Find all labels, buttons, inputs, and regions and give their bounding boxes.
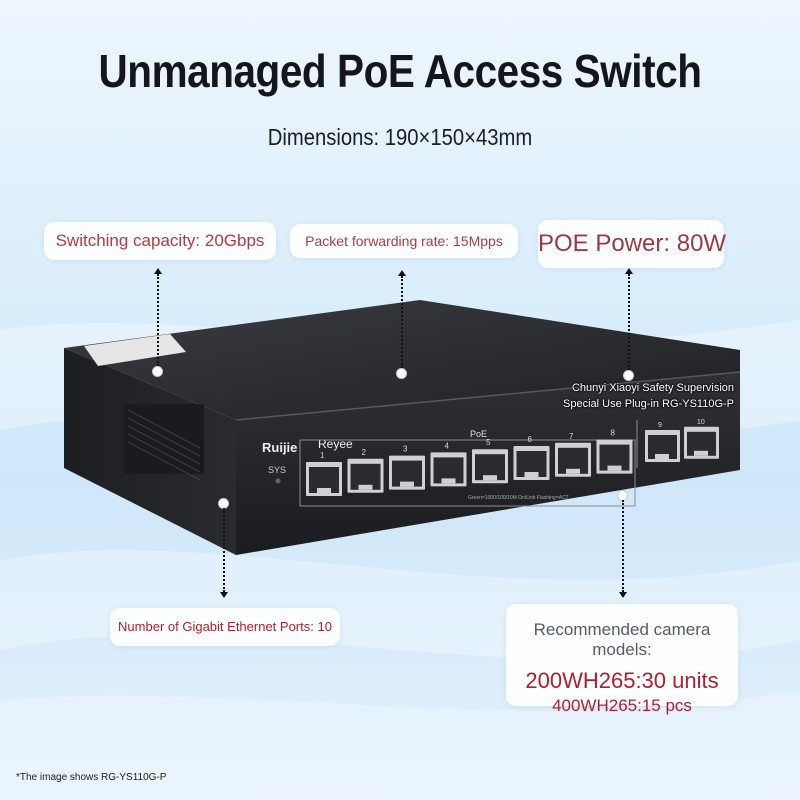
sys-label: SYS	[268, 465, 286, 475]
poe-label: PoE	[470, 429, 487, 439]
recommended-models-card: Recommended camera models: 200WH265:30 u…	[506, 604, 738, 715]
port-number-2: 2	[362, 448, 367, 457]
led-legend: Green=1000/100/10M On/Link Flashing=ACT	[468, 495, 569, 501]
connector-rec	[622, 500, 624, 592]
connector-switching	[157, 274, 159, 366]
ethernet-port-4: 4	[430, 441, 467, 487]
overlay-line-1: Chunyi Xiaoyi Safety Supervision	[571, 382, 734, 394]
uplink-port-10: 10	[684, 419, 719, 459]
port-number-4: 4	[445, 441, 450, 450]
ethernet-port-5: 5	[472, 438, 508, 484]
uplink-port-9: 9	[645, 422, 680, 462]
connector-poe-dot	[623, 370, 634, 381]
ethernet-port-7: 7	[555, 432, 591, 477]
port-number-8: 8	[611, 429, 616, 438]
connector-poe	[628, 274, 630, 370]
connector-switching-dot	[152, 366, 163, 377]
connector-rec-arrow	[619, 592, 627, 598]
port-number-6: 6	[528, 435, 533, 444]
forwarding-rate-chip: Packet forwarding rate: 15Mpps	[290, 224, 518, 258]
overlay-line-2: Special Use Plug-in RG-YS110G-P	[563, 398, 734, 410]
recommended-line-1: 200WH265:30 units	[525, 668, 719, 693]
ethernet-port-2: 2	[347, 448, 384, 493]
ethernet-port-6: 6	[513, 435, 550, 480]
recommended-line-2: 400WH265:15 pcs	[552, 696, 692, 715]
switching-capacity-chip: Switching capacity: 20Gbps	[44, 222, 276, 260]
connector-forwarding-dot	[396, 368, 407, 379]
recommended-title: Recommended camera models:	[533, 620, 711, 659]
ports-count-chip: Number of Gigabit Ethernet Ports: 10	[110, 608, 340, 646]
connector-forwarding	[401, 276, 403, 368]
switching-capacity-text: Switching capacity: 20Gbps	[55, 231, 265, 250]
forwarding-rate-text: Packet forwarding rate: 15Mpps	[305, 233, 503, 249]
ports-count-text: Number of Gigabit Ethernet Ports: 10	[118, 619, 332, 634]
qr-sticker	[84, 334, 186, 366]
uplink-number-10: 10	[697, 419, 705, 426]
port-number-7: 7	[569, 432, 574, 441]
poe-power-text: POE Power: 80W	[538, 230, 727, 257]
port-number-1: 1	[320, 451, 325, 460]
connector-poe-arrow	[625, 268, 633, 274]
footnote: *The image shows RG-YS110G-P	[16, 772, 167, 783]
connector-forwarding-arrow	[398, 270, 406, 276]
port-number-3: 3	[403, 445, 408, 454]
sys-led	[275, 478, 281, 484]
connector-switching-arrow	[154, 268, 162, 274]
page-title: Unmanaged PoE Access Switch	[98, 45, 702, 97]
ethernet-port-1: 1	[306, 451, 342, 496]
page-subtitle: Dimensions: 190×150×43mm	[267, 124, 533, 150]
connector-ports	[223, 508, 225, 592]
brand-reyee: Reyee	[318, 437, 353, 451]
poe-power-chip: POE Power: 80W	[538, 220, 727, 268]
brand-ruijie: Ruijie	[262, 440, 297, 455]
uplink-number-9: 9	[658, 422, 662, 429]
port-number-5: 5	[486, 438, 491, 447]
connector-ports-arrow	[220, 592, 228, 598]
ethernet-port-3: 3	[389, 445, 425, 490]
ethernet-port-8: 8	[596, 429, 633, 474]
